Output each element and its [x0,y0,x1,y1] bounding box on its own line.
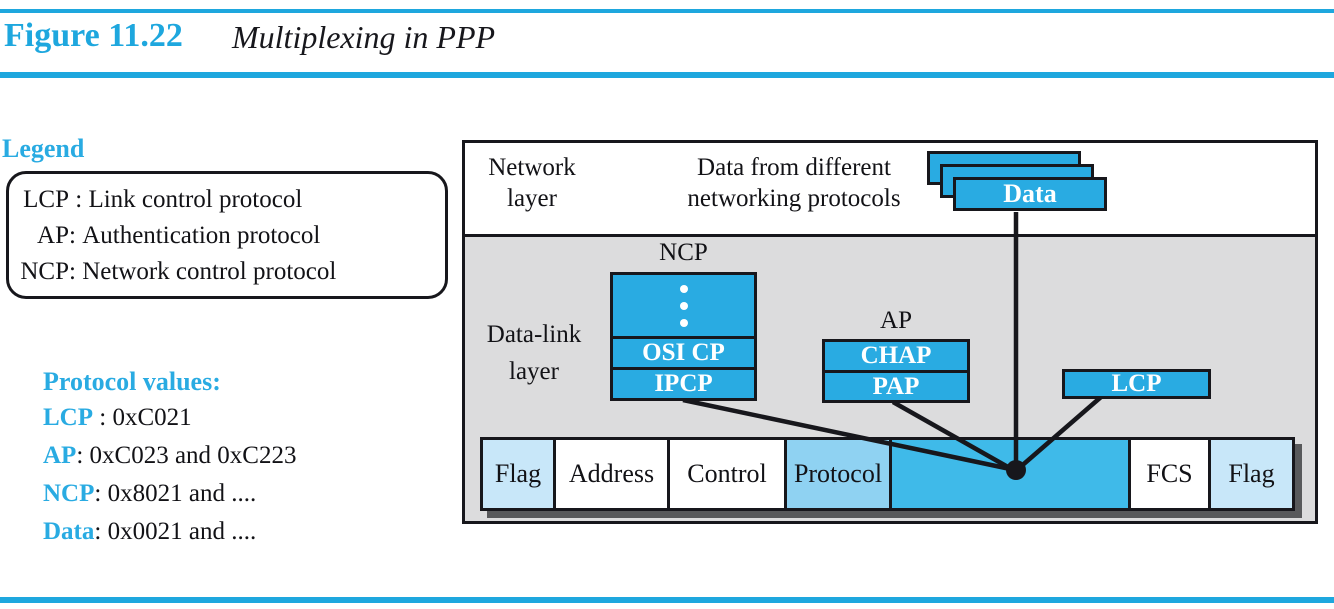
legend-item-ap: AP: Authentication protocol [15,218,439,254]
protocol-value-ncp: NCP: 0x8021 and .... [43,480,256,508]
lcp-box: LCP [1062,369,1211,399]
legend-heading: Legend [2,134,85,163]
datalink-layer-line1: Data-link [486,321,582,348]
legend-abbr: AP [37,222,69,249]
top-rule [0,9,1334,13]
figure-title: Multiplexing in PPP [232,19,496,55]
legend-box: LCP : Link control protocol AP: Authenti… [6,171,448,299]
data-from-line2: networking protocols [687,185,901,212]
pv-sep: : [76,442,90,469]
ellipsis-dots-icon [613,275,754,336]
datalink-layer-line2: layer [509,358,559,385]
title-divider-rule [0,72,1334,78]
legend-sep: : [69,186,89,213]
ppp-frame: Flag Address Control Protocol FCS Flag [480,437,1295,511]
ap-label: AP [880,307,912,334]
legend-item-ncp: NCP: Network control protocol [15,254,439,290]
data-packet-card-front: Data [953,177,1107,211]
network-layer-label: Network layer [466,152,598,214]
protocol-value-lcp: LCP : 0xC021 [43,404,192,432]
pv-abbr: Data [43,518,95,545]
dot-icon [679,301,688,310]
ncp-label: NCP [659,239,708,266]
ncp-protocol-stack: OSI CP IPCP [610,272,757,401]
chap-box: CHAP [860,342,932,369]
pv-sep: : [94,480,108,507]
pv-sep: : [94,518,108,545]
pv-value: 0x0021 and .... [107,518,257,545]
frame-field-control: Control [670,440,787,508]
pv-abbr: NCP [43,480,95,507]
data-packet-label: Data [1003,179,1057,208]
pv-value: 0xC021 [112,404,192,431]
figure-number: Figure 11.22 [4,17,183,54]
ap-protocol-stack: CHAP PAP [822,339,970,403]
pv-sep: : [93,404,113,431]
data-from-protocols-label: Data from different networking protocols [648,152,940,214]
frame-field-protocol: Protocol [787,440,892,508]
lcp-box-label: LCP [1111,370,1162,397]
dot-icon [679,318,688,327]
network-layer-line2: layer [507,185,557,212]
protocol-value-ap: AP: 0xC023 and 0xC223 [43,442,296,470]
pv-value: 0xC023 and 0xC223 [89,442,297,469]
frame-field-address: Address [556,440,670,508]
frame-field-payload [892,440,1131,508]
protocol-values-heading: Protocol values: [43,367,221,396]
ipcp-box: IPCP [613,367,754,398]
pap-box: PAP [825,370,967,401]
bottom-rule [0,597,1334,603]
legend-desc: Link control protocol [88,186,303,213]
legend-sep: : [69,222,83,249]
frame-field-flag-start: Flag [483,440,556,508]
pv-abbr: AP [43,442,77,469]
frame-field-fcs: FCS [1131,440,1211,508]
legend-item-lcp: LCP : Link control protocol [15,182,439,218]
pv-abbr: LCP [43,404,93,431]
datalink-layer-label: Data-link layer [470,316,598,390]
protocol-value-data: Data: 0x0021 and .... [43,518,256,546]
legend-desc: Authentication protocol [82,222,321,249]
frame-field-flag-end: Flag [1211,440,1292,508]
osicp-box: OSI CP [613,336,754,367]
legend-desc: Network control protocol [82,258,337,285]
legend-sep: : [69,258,83,285]
legend-abbr: LCP [23,186,69,213]
dot-icon [679,284,688,293]
data-from-line1: Data from different [697,154,891,181]
legend-abbr: NCP [20,258,69,285]
pv-value: 0x8021 and .... [107,480,257,507]
network-layer-line1: Network [488,154,576,181]
